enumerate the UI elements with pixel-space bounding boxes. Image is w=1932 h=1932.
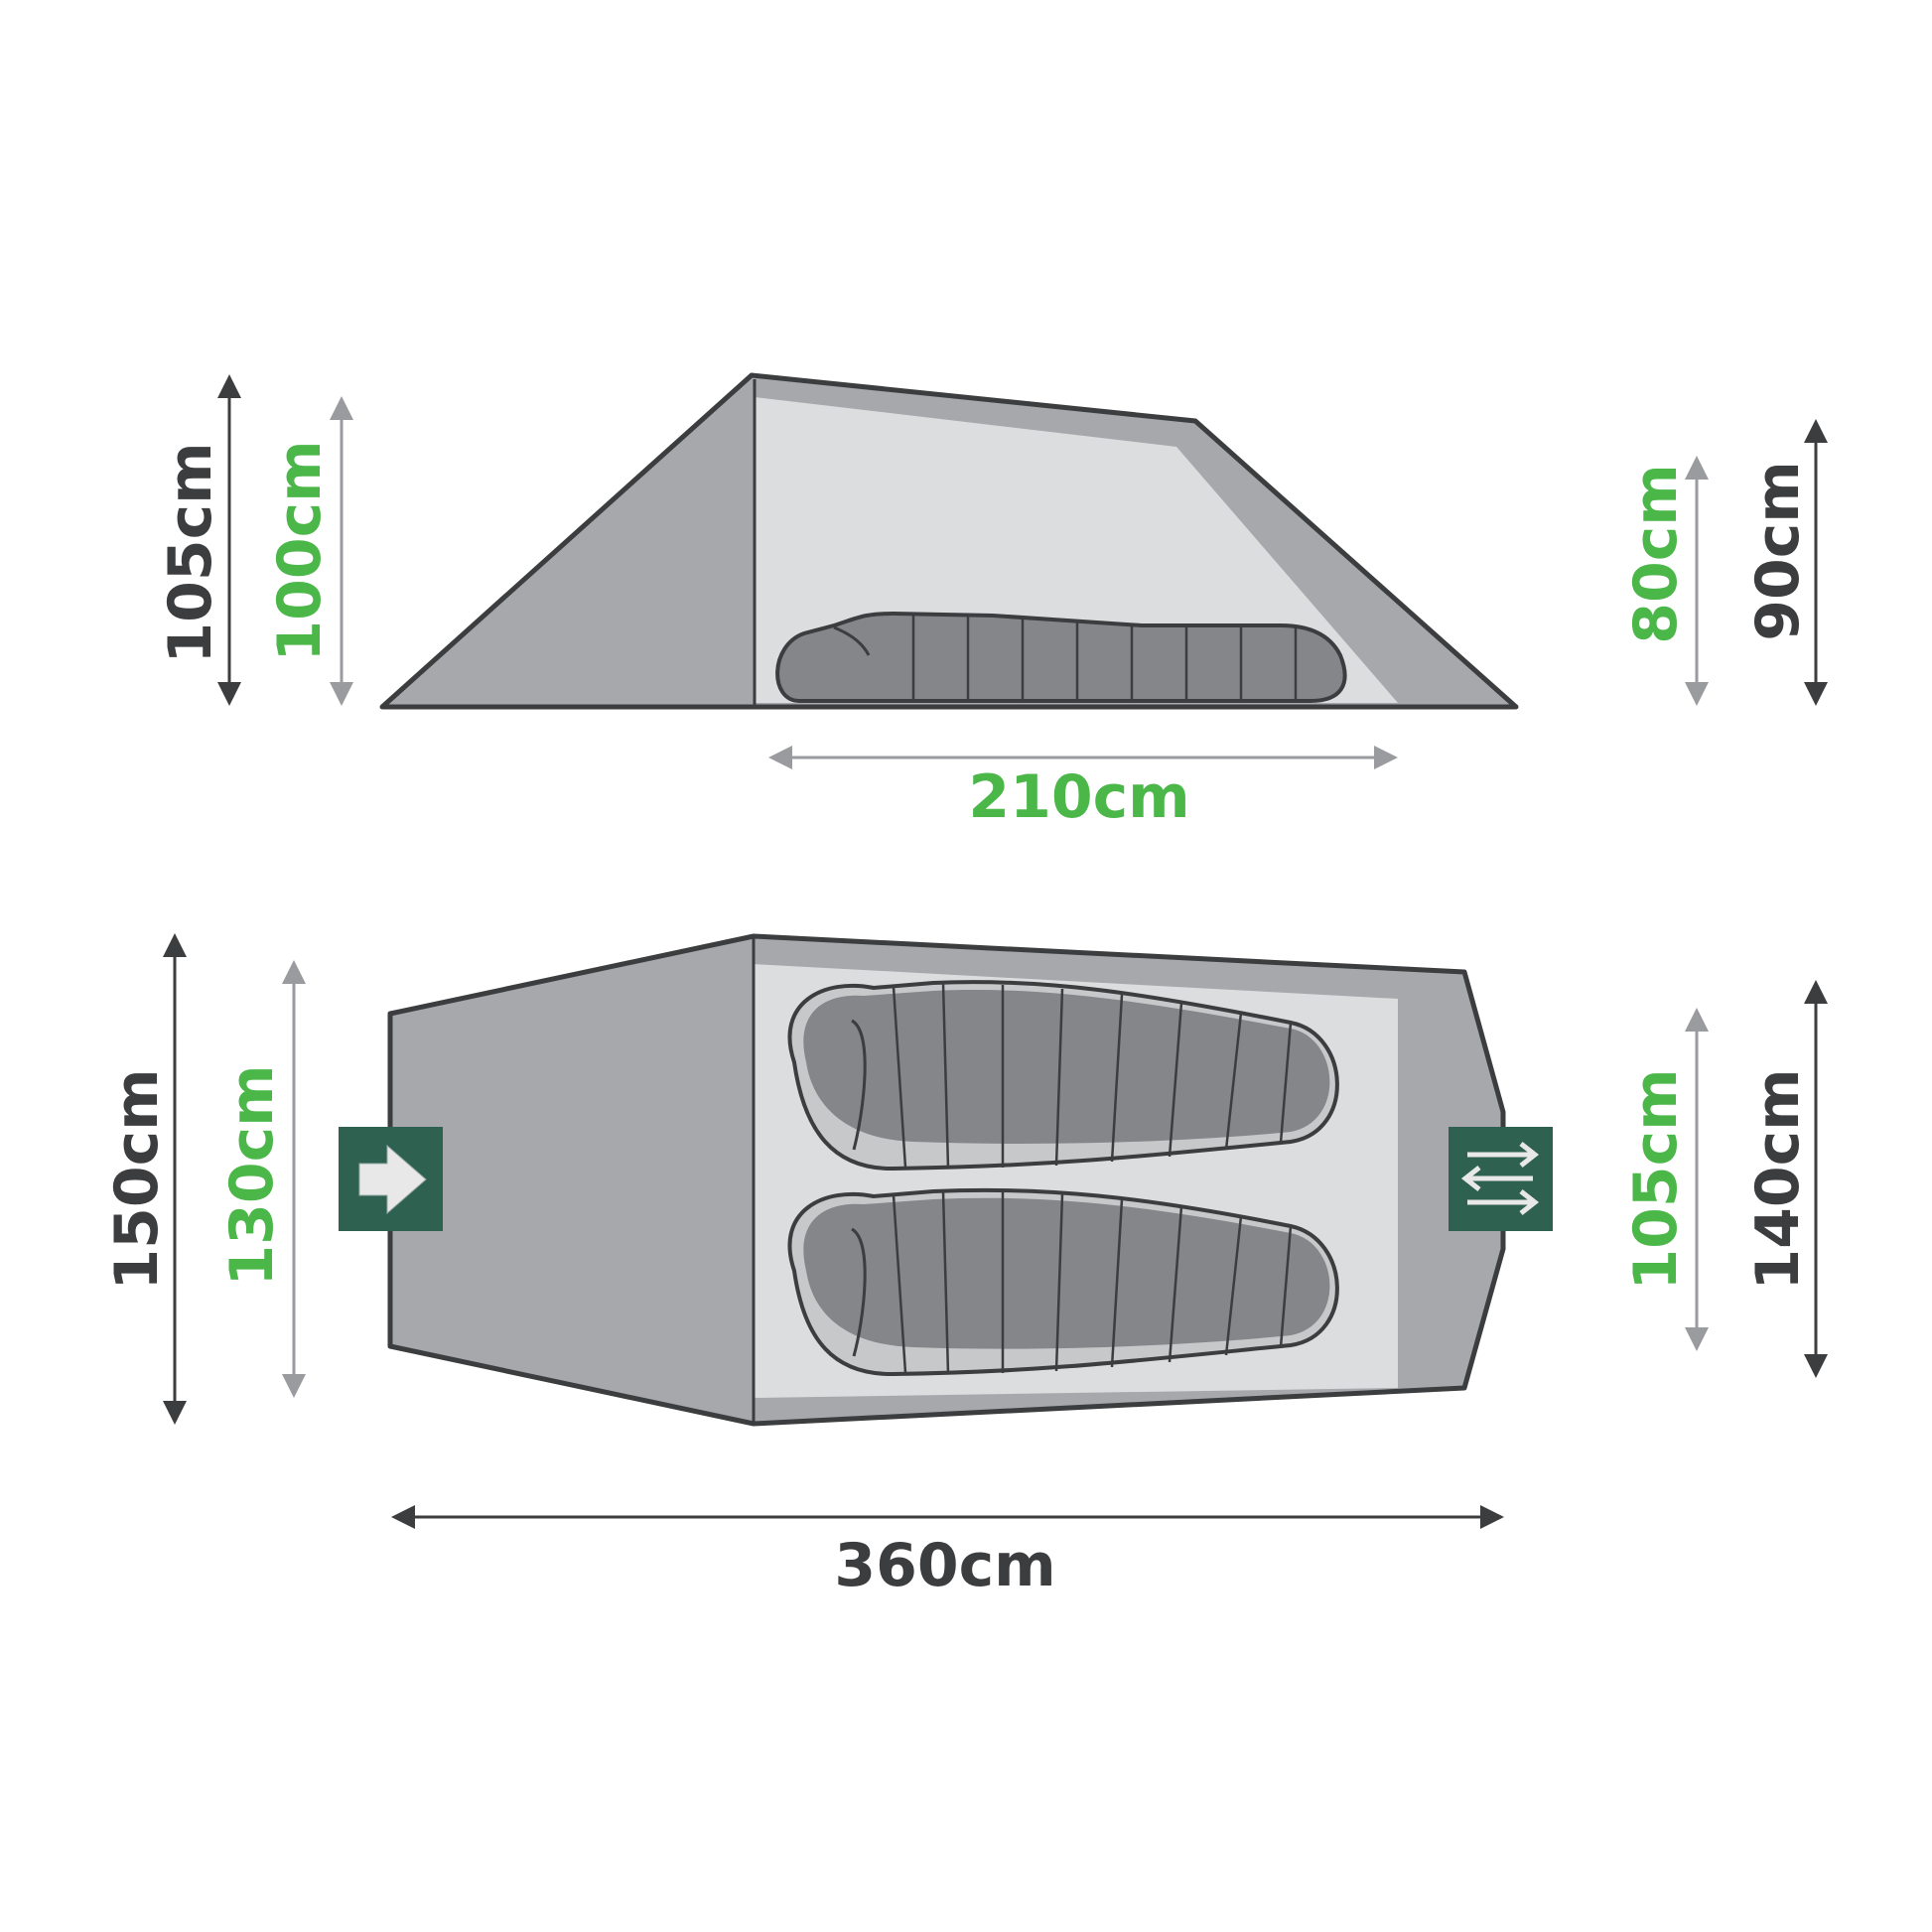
sleeping-bag-side [775, 611, 1347, 703]
height-inner-left-label: 100cm [265, 440, 335, 661]
width-inner-right-label: 105cm [1621, 1068, 1691, 1290]
entry-badge [339, 1127, 443, 1231]
arrow-right-icon [358, 1144, 427, 1215]
sleeping-bag-plan-bottom [787, 1187, 1339, 1377]
width-inner-left-label: 130cm [217, 1064, 287, 1286]
sleeping-bag-plan-top [787, 980, 1339, 1172]
width-outer-right-label: 140cm [1743, 1068, 1813, 1290]
width-outer-left-label: 150cm [102, 1068, 172, 1290]
height-outer-right-label: 90cm [1743, 461, 1813, 641]
inner-length-label: 210cm [968, 762, 1189, 832]
floor-plan: 150cm 130cm 105cm 140cm 360cm [102, 933, 1828, 1600]
ventilation-badge [1449, 1127, 1553, 1231]
side-view: 105cm 100cm 80cm 90cm 210cm [156, 372, 1828, 832]
total-length-label: 360cm [834, 1531, 1055, 1600]
height-outer-left-label: 105cm [156, 442, 225, 663]
height-inner-right-label: 80cm [1621, 464, 1691, 644]
two-way-arrows-icon [1460, 1142, 1540, 1215]
